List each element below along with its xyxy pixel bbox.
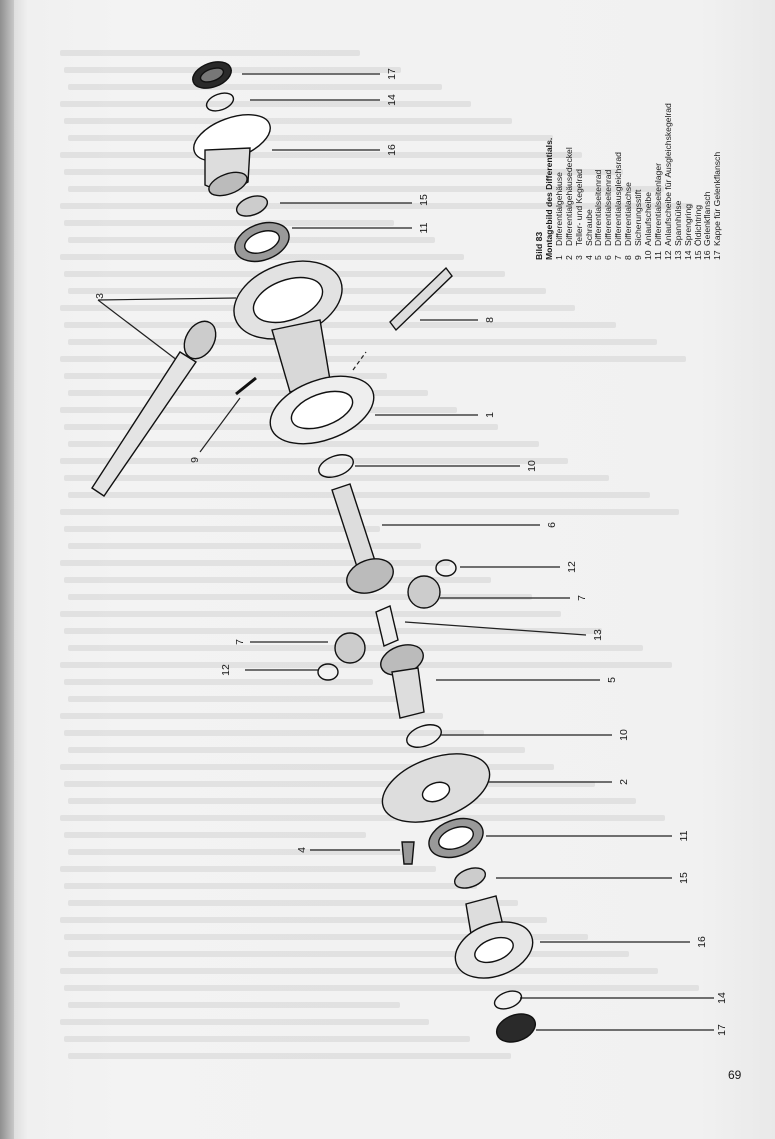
legend-item-text: Gelenkflansch: [702, 191, 713, 246]
callout-label: 15: [418, 194, 430, 206]
legend-item-number: 17: [712, 250, 723, 260]
legend-item-text: Differentialgehäuse: [553, 172, 564, 246]
callout-label: 7: [234, 639, 246, 645]
callout-label: 17: [716, 1024, 728, 1036]
legend-item-text: Differentialachse: [623, 182, 634, 246]
callout-label: 16: [696, 936, 708, 948]
legend-item-text: Öldichtring: [692, 204, 703, 246]
legend-item-text: Schraube: [583, 209, 594, 246]
callout-label: 3: [94, 293, 106, 299]
legend-item-text: Anlaufscheibe: [642, 192, 653, 246]
callout-label: 5: [606, 677, 618, 683]
legend-item-text: Teller- und Kegelrad: [573, 169, 584, 246]
callout-label: 9: [189, 457, 201, 463]
page-number: 69: [728, 1068, 742, 1082]
legend-item-text: Anlaufscheibe für Ausgleichskegelrad: [662, 103, 673, 246]
legend-item: 17 Kappe für Gelenkflansch: [712, 103, 723, 260]
callout-label: 10: [526, 460, 538, 472]
callout-label: 2: [618, 779, 630, 785]
legend-item-text: Differentialseitenrad: [593, 169, 604, 246]
legend-item-text: Kappe für Gelenkflansch: [712, 151, 723, 246]
legend-item-text: Sprengring: [682, 203, 693, 246]
legend-item-text: Differentialseitenrad: [603, 169, 614, 246]
callout-label: 14: [386, 94, 398, 106]
legend-item-text: Sicherungsstift: [633, 189, 644, 246]
book-spine: [0, 0, 14, 1139]
legend-item-number: 14: [682, 250, 693, 260]
callout-label: 8: [484, 317, 496, 323]
callout-label: 6: [546, 522, 558, 528]
callout-label: 4: [296, 847, 308, 853]
callout-label: 11: [678, 830, 690, 842]
callout-label: 10: [618, 729, 630, 741]
callout-label: 11: [418, 222, 430, 234]
legend-item-text: Spannhülse: [672, 200, 683, 246]
legend-item-text: Differentialgehäusedeckel: [563, 147, 574, 246]
legend-item-text: Differentialseitenlager: [652, 163, 663, 246]
legend-item-text: Differentialausgleichsrad: [613, 152, 624, 246]
callout-label: 17: [386, 68, 398, 80]
callout-label: 16: [386, 144, 398, 156]
callout-label: 12: [220, 664, 232, 676]
callout-label: 12: [566, 561, 578, 573]
callout-label: 7: [576, 595, 588, 601]
callout-label: 15: [678, 872, 690, 884]
callout-label: 13: [592, 629, 604, 641]
callout-label: 14: [716, 992, 728, 1004]
callout-label: 1: [484, 412, 496, 418]
